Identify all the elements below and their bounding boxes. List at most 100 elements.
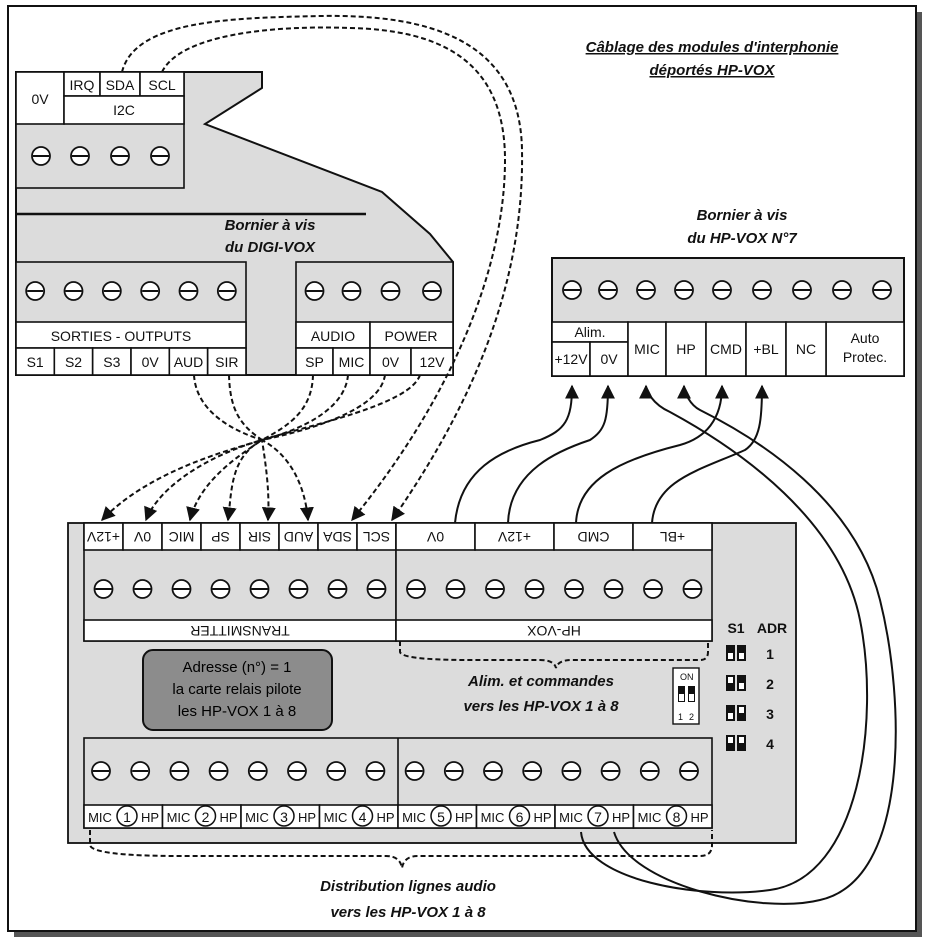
adr-value-2: 2 <box>766 676 774 692</box>
hpvox-auto-line1: Auto <box>851 330 880 346</box>
hv-pin-12v: +12V <box>497 529 531 545</box>
audio-screw-7 <box>326 761 347 781</box>
hpvox-alim-0: +12V <box>554 351 588 367</box>
title-line1: Câblage des modules d'interphonie <box>586 39 839 56</box>
i2c-label-scl: SCL <box>148 77 175 93</box>
wire-cmd-hpvox <box>575 384 729 524</box>
audio-screw-8 <box>365 761 386 781</box>
audio-screw-13 <box>561 761 582 781</box>
ap-label-mic: MIC <box>339 354 365 370</box>
i2c-screw-4 <box>150 146 170 166</box>
audio-line-4-hp: HP <box>376 810 394 825</box>
address-note-line1: Adresse (n°) = 1 <box>183 659 292 676</box>
audio-line-2-mic: MIC <box>167 810 191 825</box>
adr-label: ADR <box>757 620 787 636</box>
wire-sp <box>222 374 314 522</box>
dip-num-2: 2 <box>689 712 694 722</box>
hpvox-screw-8 <box>832 280 852 300</box>
audio-group-label: AUDIO <box>311 328 355 344</box>
audio-line-6-number: 6 <box>516 809 524 825</box>
wire-mic7 <box>580 384 869 894</box>
tx-pin-sp: SP <box>211 529 230 545</box>
audio-line-2-hp: HP <box>219 810 237 825</box>
wire-mic-to-sir <box>260 374 349 522</box>
audio-line-3-marker <box>273 805 295 827</box>
tx-screw-5 <box>249 579 270 599</box>
digivox-header-line1: Bornier à vis <box>225 217 316 234</box>
audio-line-8-hp: HP <box>690 810 708 825</box>
address-note-line3: les HP-VOX 1 à 8 <box>178 703 296 720</box>
s1-label: S1 <box>727 620 744 636</box>
audio-screw-6 <box>287 761 307 781</box>
ap-label-12v: 12V <box>420 354 446 370</box>
audio-line-7-marker <box>587 805 609 827</box>
hpvox-header-line2: du HP-VOX N°7 <box>687 230 797 247</box>
audio-line-2-number: 2 <box>202 809 210 825</box>
output-label-s3: S3 <box>103 354 120 370</box>
hpvox-screw-4 <box>674 280 694 300</box>
wire-bl-hpvox <box>651 384 769 524</box>
i2c-label-sda: SDA <box>106 77 135 93</box>
hpvox-term-bl: +BL <box>753 341 779 357</box>
ap-label-sp: SP <box>305 354 324 370</box>
audio-screw-5 <box>247 761 268 781</box>
alim-caption-line1: Alim. et commandes <box>467 673 614 690</box>
i2c-screw-2 <box>70 146 90 166</box>
tx-pin-0v: 0V <box>133 529 151 545</box>
i2c-label-0v: 0V <box>31 91 49 107</box>
audio-screw-11 <box>483 761 503 781</box>
digivox-header-line2: du DIGI-VOX <box>225 239 316 256</box>
wire-0v-hpvox <box>454 384 579 524</box>
tx-screw-6 <box>288 579 309 599</box>
audio-line-6-hp: HP <box>533 810 551 825</box>
hpvox-screw-7 <box>792 280 812 300</box>
output-screw-s2 <box>63 281 84 301</box>
i2c-label-i2c: I2C <box>113 102 135 118</box>
hpvox-term-mic: MIC <box>634 341 660 357</box>
audio-line-4-marker <box>351 805 374 827</box>
hpvox-screw-2 <box>598 280 618 300</box>
digivox-board: 0V IRQ SDA SCL I2C Bornier à vis du DIGI… <box>15 71 454 376</box>
audio-line-8-number: 8 <box>673 809 681 825</box>
output-label-s2: S2 <box>65 354 82 370</box>
wire-12v-hpvox <box>507 384 615 524</box>
audio-line-5-mic: MIC <box>402 810 426 825</box>
hv-pin-bl: +BL <box>660 529 686 545</box>
output-screw-aud <box>178 281 199 301</box>
output-screw-0v <box>140 281 161 301</box>
audio-line-2-marker <box>194 805 217 827</box>
hv-screw-7 <box>643 579 663 599</box>
audio-line-1-mic: MIC <box>88 810 112 825</box>
audio-screw-4 <box>208 761 229 781</box>
hv-screw-2 <box>445 579 466 599</box>
hv-pin-0v: 0V <box>426 529 444 545</box>
tx-pin-12v: +12V <box>86 529 120 545</box>
audio-screw-1 <box>91 761 111 781</box>
audio-line-4-mic: MIC <box>324 810 348 825</box>
ap-screw-3 <box>422 281 442 301</box>
audio-line-5-number: 5 <box>437 809 445 825</box>
audio-line-6-mic: MIC <box>481 810 505 825</box>
audio-line-1-hp: HP <box>141 810 159 825</box>
audio-line-6-marker <box>508 805 531 827</box>
audio-screw-3 <box>169 761 190 781</box>
hv-pin-cmd: CMD <box>578 529 610 545</box>
audio-line-3-mic: MIC <box>245 810 269 825</box>
ap-screw-0 <box>304 281 325 301</box>
audio-screw-9 <box>404 761 425 781</box>
audio-line-1-marker <box>116 805 138 827</box>
hpvox-auto-line2: Protec. <box>843 349 887 365</box>
tx-screw-2 <box>132 579 153 599</box>
tx-screw-4 <box>210 579 231 599</box>
hpvox-term-cmd: CMD <box>710 341 742 357</box>
audio-line-8-marker <box>665 805 688 827</box>
tx-pin-scl: SCL <box>363 529 390 545</box>
tx-screw-7 <box>327 579 348 599</box>
bottom-caption-line2: vers les HP-VOX 1 à 8 <box>330 904 486 921</box>
audio-line-1-number: 1 <box>123 809 131 825</box>
audio-line-7-hp: HP <box>612 810 630 825</box>
tx-pin-sda: SDA <box>322 529 351 545</box>
output-label-aud: AUD <box>174 354 204 370</box>
audio-screw-15 <box>639 761 660 781</box>
